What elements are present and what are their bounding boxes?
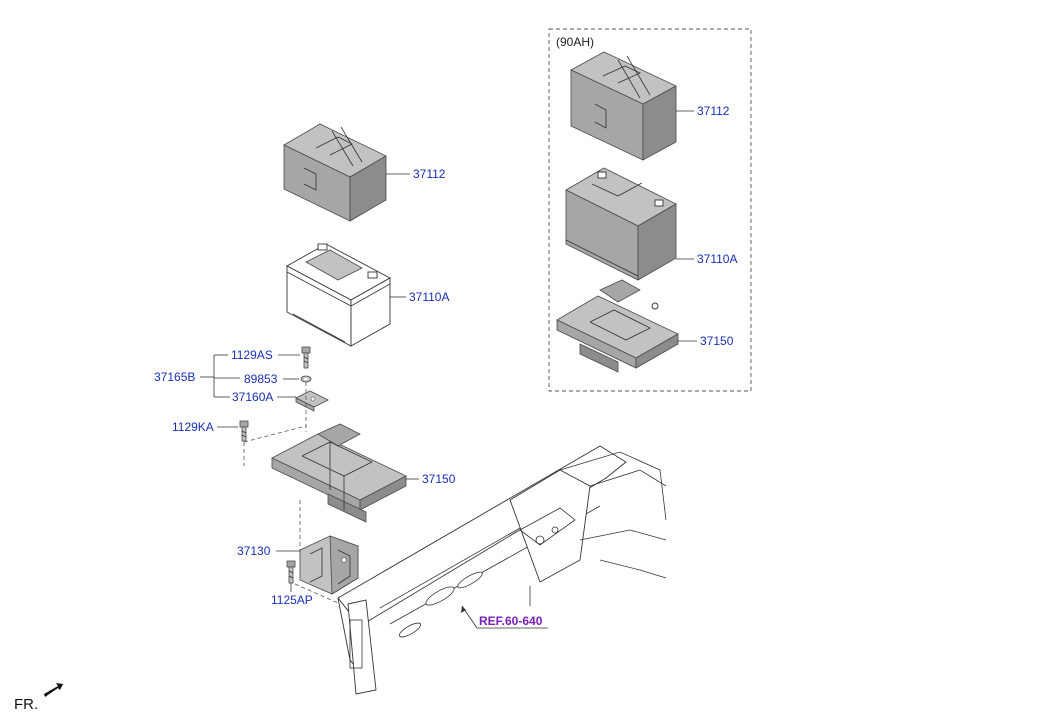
bolt-1129as-illustration: [301, 346, 311, 369]
reference-leader: [461, 605, 548, 629]
callout-battery-main[interactable]: 37110A: [409, 290, 449, 304]
bolt-1125ap-illustration: [286, 560, 296, 584]
callout-tray-90ah[interactable]: 37150: [700, 334, 734, 348]
callout-tray-main[interactable]: 37150: [422, 472, 456, 486]
vehicle-frame-illustration: [337, 445, 667, 695]
front-arrow-icon: [44, 683, 63, 697]
battery-main-illustration: [286, 243, 391, 347]
orientation-label: FR.: [14, 696, 38, 713]
group-37165b-bracket: [200, 354, 240, 398]
tray-90ah-illustration: [556, 279, 679, 373]
callout-bolt-1125ap[interactable]: 1125AP: [271, 593, 313, 607]
callout-clamp-37160a[interactable]: 37160A: [232, 390, 273, 404]
battery-90ah-illustration: [565, 167, 677, 281]
reference-label[interactable]: REF.60-640: [479, 614, 543, 628]
clamp-37160a-illustration: [295, 390, 329, 412]
option-box-label: (90AH): [556, 35, 594, 49]
bolt-1129ka-illustration: [239, 420, 249, 442]
callout-bolt-1129as[interactable]: 1129AS: [231, 348, 273, 362]
callout-group-37165b[interactable]: 37165B: [154, 370, 195, 384]
bracket-37130-illustration: [299, 535, 359, 595]
dash-1125ap-frame: [294, 583, 355, 611]
callout-bracket-37130[interactable]: 37130: [237, 544, 271, 558]
washer-89853-illustration: [300, 375, 312, 383]
option-box-90ah: (90AH): [548, 28, 752, 392]
tray-cover-main-illustration: [283, 123, 387, 222]
tray-main-illustration: [271, 423, 407, 523]
tray-cover-90ah-illustration: [570, 51, 677, 161]
callout-tray-cover-main[interactable]: 37112: [413, 167, 446, 181]
callout-washer-89853[interactable]: 89853: [244, 372, 278, 386]
dash-1129ka-tray: [243, 425, 307, 443]
callout-bolt-1129ka[interactable]: 1129KA: [172, 420, 214, 434]
callout-battery-90ah[interactable]: 37110A: [697, 252, 737, 266]
callout-tray-cover-90ah[interactable]: 37112: [697, 104, 730, 118]
